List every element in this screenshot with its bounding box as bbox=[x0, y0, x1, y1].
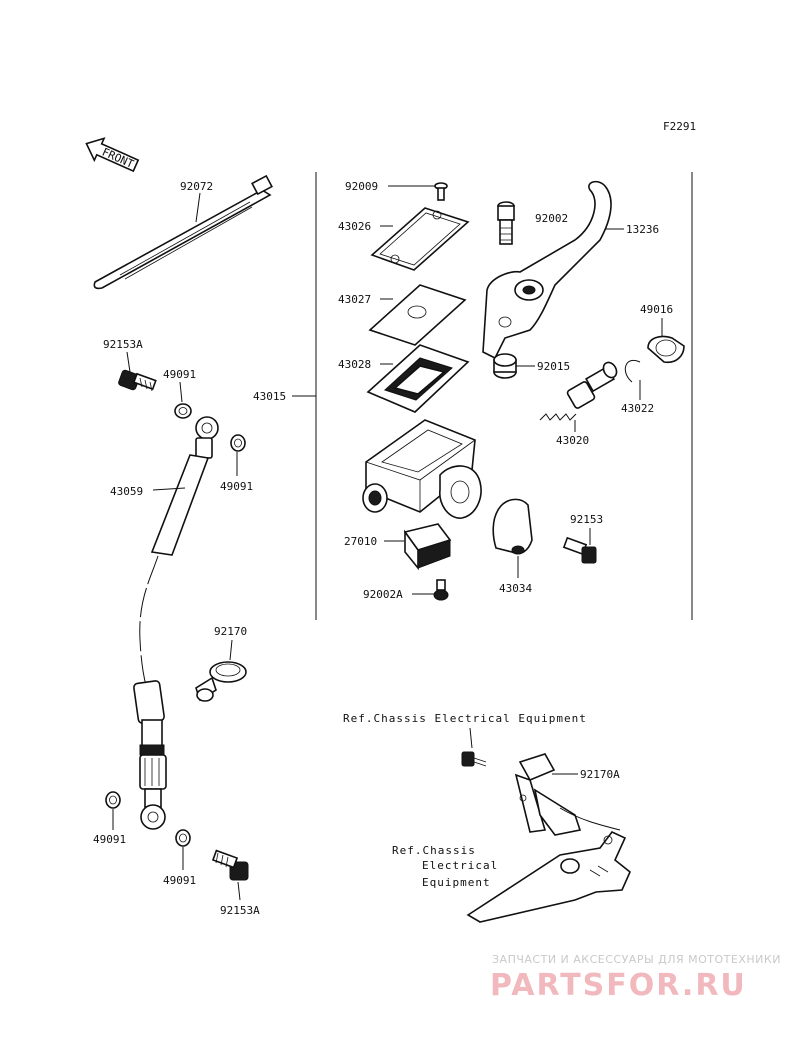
label-43027: 43027 bbox=[338, 293, 371, 306]
label-49091-a: 49091 bbox=[163, 368, 196, 381]
banjo-bolt-top-part bbox=[118, 369, 157, 392]
label-27010: 27010 bbox=[344, 535, 377, 548]
label-43015: 43015 bbox=[253, 390, 286, 403]
label-49091-b: 49091 bbox=[220, 480, 253, 493]
washer-part bbox=[175, 829, 191, 847]
leader-line bbox=[126, 351, 131, 373]
ref-label-1: Ref.Chassis Electrical Equipment bbox=[343, 712, 587, 725]
master-cylinder-body-part bbox=[362, 419, 482, 519]
label-49091-d: 49091 bbox=[163, 874, 196, 887]
label-92170: 92170 bbox=[214, 625, 247, 638]
leader-line bbox=[237, 881, 241, 901]
label-43026: 43026 bbox=[338, 220, 371, 233]
front-arrow-icon: FRONT bbox=[85, 137, 140, 173]
screw-part bbox=[434, 182, 448, 201]
washer-part bbox=[230, 434, 246, 452]
label-92153A-top: 92153A bbox=[103, 338, 143, 351]
bolt-part bbox=[562, 536, 597, 564]
label-49091-c: 49091 bbox=[93, 833, 126, 846]
watermark-logo: PARTSFOR.RU bbox=[490, 968, 747, 1003]
brake-hose-part bbox=[133, 416, 219, 830]
cable-tie-part bbox=[93, 174, 273, 290]
label-49016: 49016 bbox=[640, 303, 673, 316]
label-92153: 92153 bbox=[570, 513, 603, 526]
plate-part bbox=[368, 284, 467, 346]
banjo-bolt-bottom-part bbox=[211, 849, 249, 881]
label-92072: 92072 bbox=[180, 180, 213, 193]
watermark-tagline: ЗАПЧАСТИ И АКСЕССУАРЫ ДЛЯ МОТОТЕХНИКИ bbox=[492, 953, 781, 966]
leader-line bbox=[229, 639, 233, 661]
front-label: FRONT bbox=[100, 145, 136, 170]
label-92009: 92009 bbox=[345, 180, 378, 193]
brake-switch-part bbox=[403, 523, 452, 571]
label-43059: 43059 bbox=[110, 485, 143, 498]
switch-lever-bracket-part bbox=[466, 831, 631, 923]
leader-line bbox=[195, 192, 201, 223]
leader-line bbox=[152, 487, 186, 491]
collar-part bbox=[493, 353, 517, 379]
label-13236: 13236 bbox=[626, 223, 659, 236]
holder-part bbox=[492, 498, 533, 555]
clamp-bracket-part bbox=[514, 753, 621, 836]
label-43028: 43028 bbox=[338, 358, 371, 371]
label-43022: 43022 bbox=[621, 402, 654, 415]
washer-part bbox=[174, 403, 192, 419]
circlip-part bbox=[624, 359, 641, 383]
screw-part bbox=[461, 751, 487, 767]
label-92153A-bot: 92153A bbox=[220, 904, 260, 917]
boot-part bbox=[647, 335, 685, 364]
ref-label-2a: Ref.Chassis bbox=[392, 844, 476, 857]
clamp-part bbox=[195, 661, 247, 702]
diaphragm-part bbox=[366, 344, 470, 413]
pivot-bolt-part bbox=[497, 201, 515, 245]
label-92015: 92015 bbox=[537, 360, 570, 373]
leader-line bbox=[179, 381, 183, 403]
screw-part bbox=[433, 579, 449, 601]
reservoir-cap-part bbox=[370, 207, 470, 271]
piston-kit-part bbox=[539, 361, 618, 421]
ref-label-2c: Equipment bbox=[422, 876, 491, 889]
label-92002: 92002 bbox=[535, 212, 568, 225]
ref-label-2b: Electrical bbox=[422, 859, 498, 872]
leader-line bbox=[469, 727, 473, 749]
brake-lever-part bbox=[482, 180, 612, 360]
label-43020: 43020 bbox=[556, 434, 589, 447]
label-92170A: 92170A bbox=[580, 768, 620, 781]
washer-part bbox=[105, 791, 121, 809]
label-92002A: 92002A bbox=[363, 588, 403, 601]
figure-code: F2291 bbox=[663, 120, 696, 133]
label-43034: 43034 bbox=[499, 582, 532, 595]
